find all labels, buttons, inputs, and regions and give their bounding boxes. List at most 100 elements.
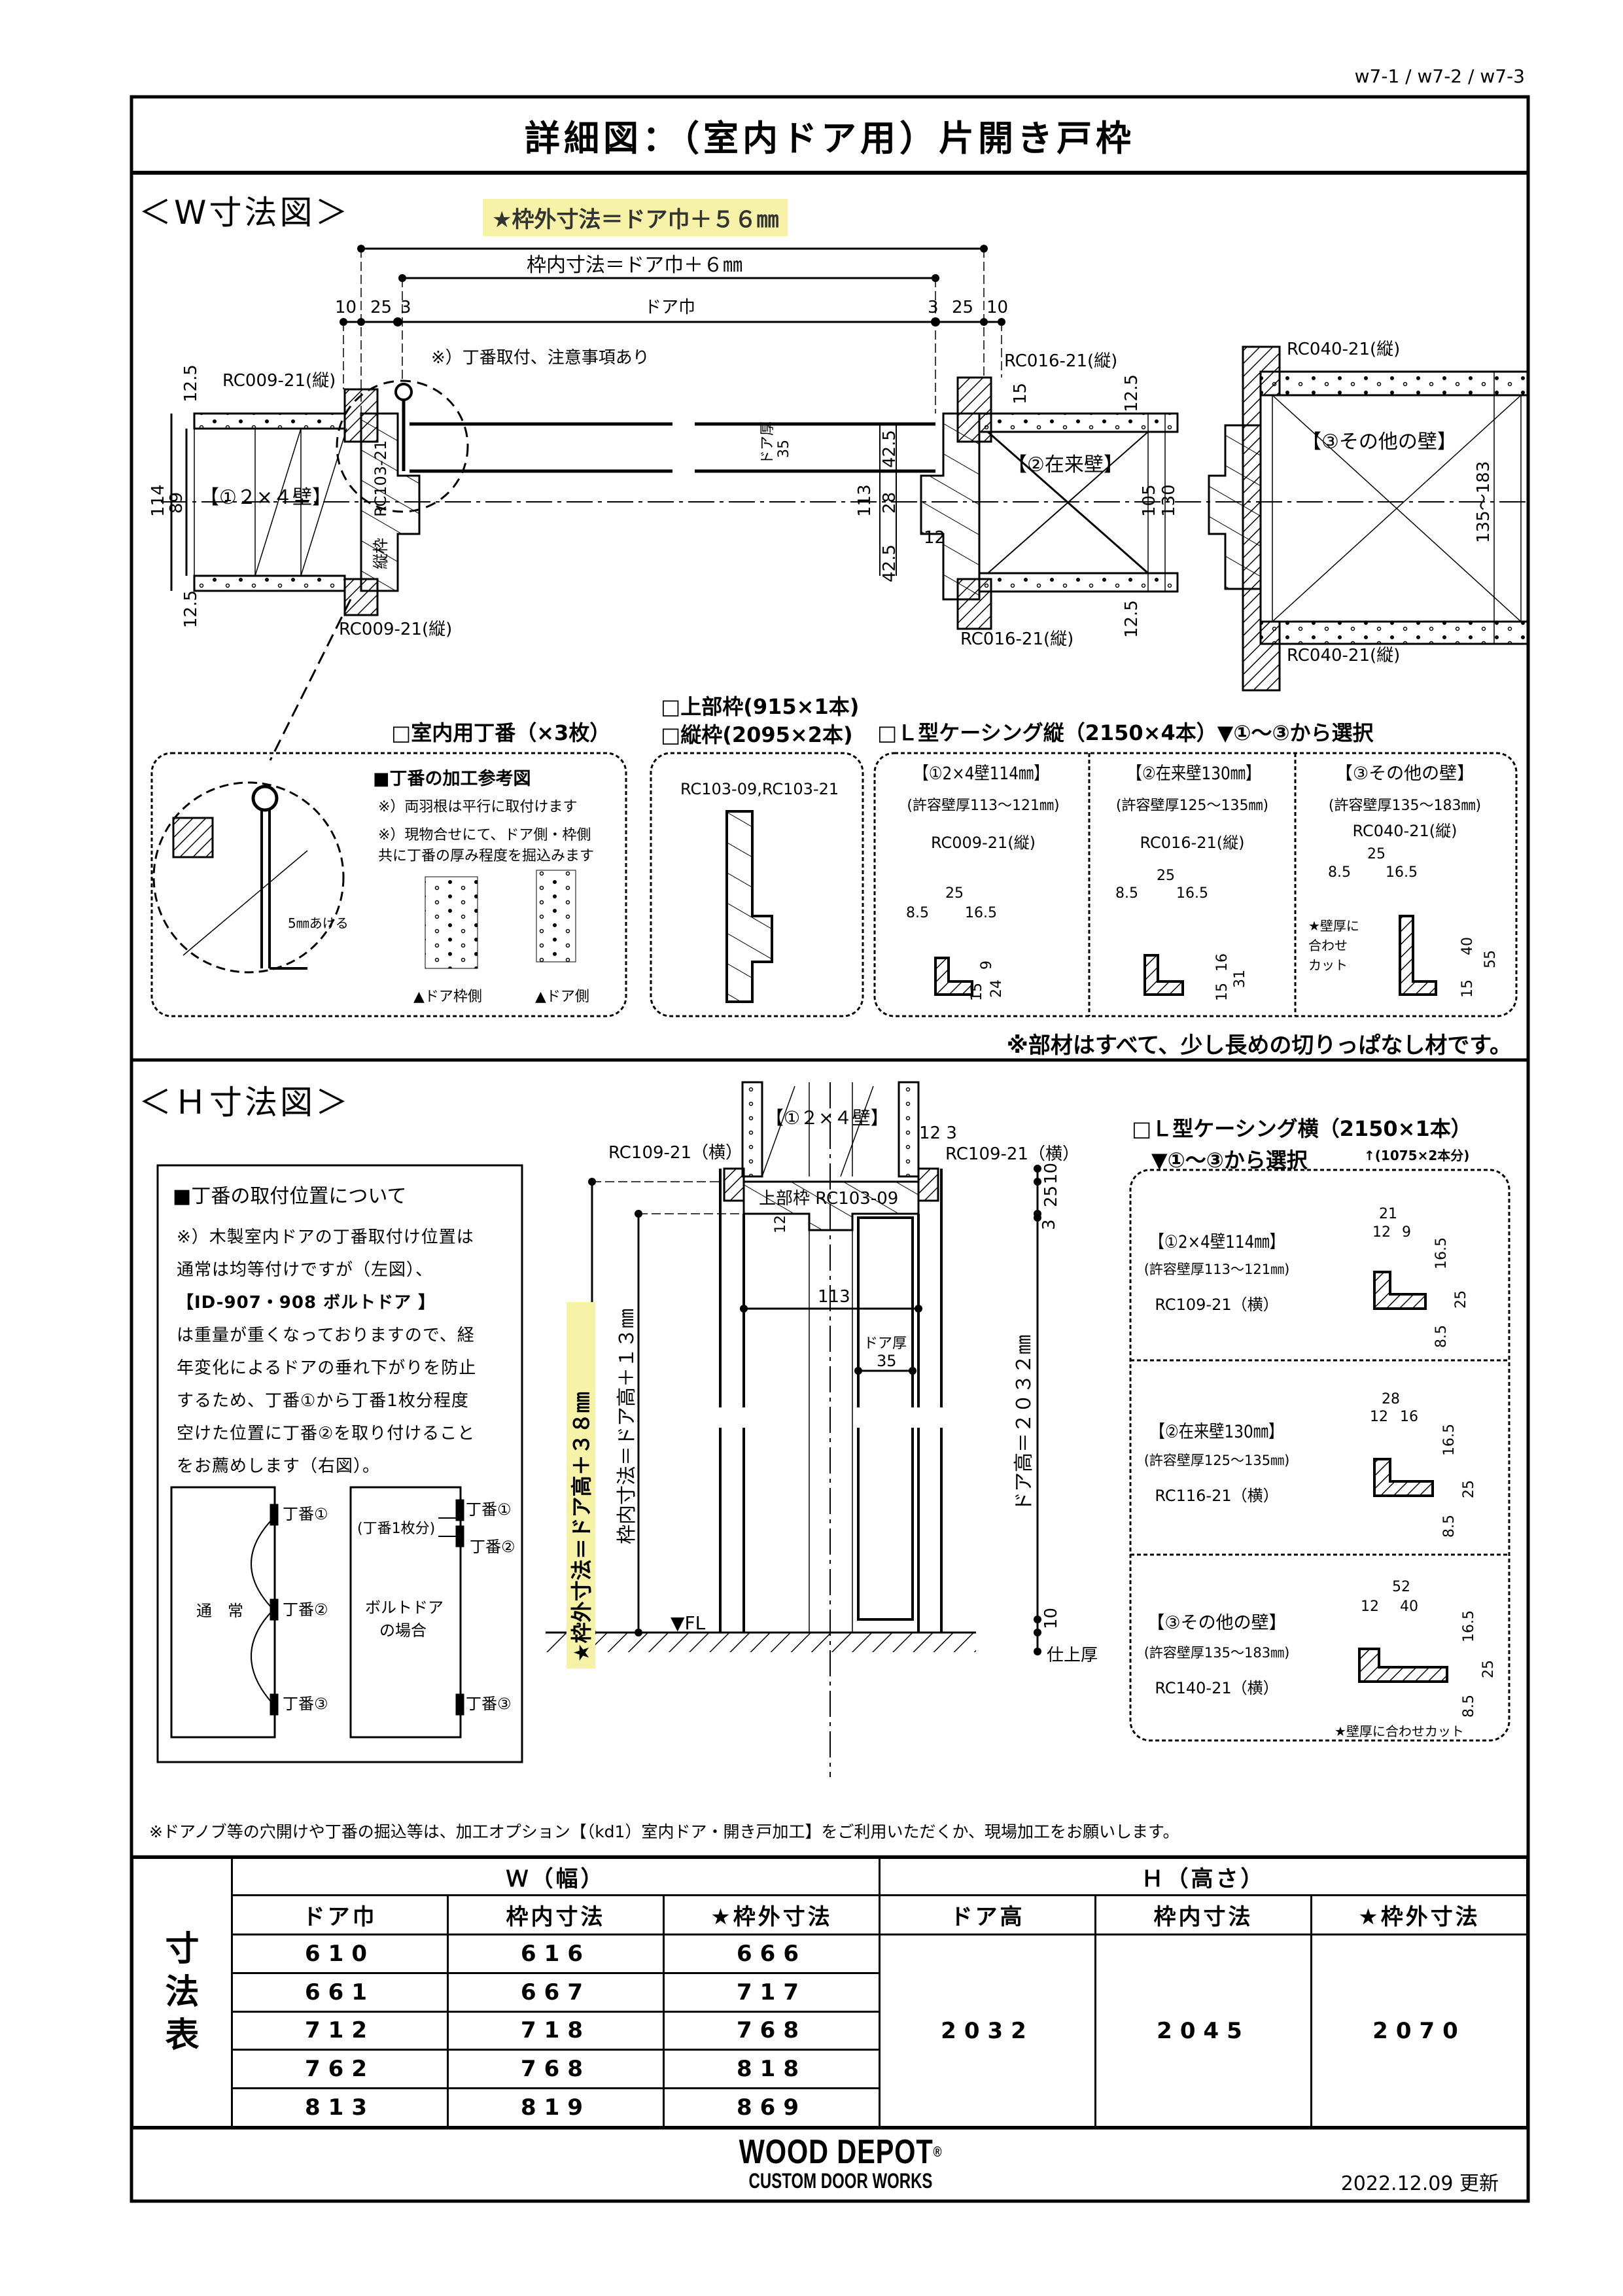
hinge-caption-frame-side: ▲ドア枠側 [413, 989, 482, 1005]
casing-h-box [1129, 1169, 1510, 1742]
cell-inner-width: 616 [447, 1934, 665, 1974]
hinge-gap-label: (丁番1枚分) [357, 1521, 435, 1537]
head-frame-title: □上部枠(915×1本) [661, 694, 860, 719]
brand-logo: WOOD DEPOT® CUSTOM DOOR WORKS [710, 2134, 971, 2192]
hinge-knuckle-icon [394, 383, 413, 401]
casing-v2-dim-25: 25 [1157, 868, 1175, 884]
table-side-label: 寸 法 表 [131, 1857, 233, 2128]
hinge-1-normal: 丁番① [283, 1505, 328, 1523]
brand-tagline: CUSTOM DOOR WORKS [748, 2169, 933, 2193]
hinge-info-line: 【ID-907・908 ボルトドア 】 [177, 1293, 436, 1313]
casing-v1-code: RC009-21(縦) [931, 834, 1036, 852]
h-inner-height-formula: 枠内寸法＝ドア高＋１３㎜ [616, 1309, 638, 1544]
casing-v2-label: 【②在来壁130㎜】 [1126, 764, 1261, 784]
wall1-casing-bottom-label: RC009-21(縦) [339, 620, 452, 639]
hinge-box-note-1: ※）両羽根は平行に取付けます [378, 799, 578, 815]
casing-h1-range: (許容壁厚113～121㎜) [1143, 1262, 1290, 1277]
casing-v3-cut-note-2: 合わせ [1308, 938, 1348, 953]
casing-h-title: □Ｌ型ケーシング横（2150×1本） [1132, 1116, 1472, 1141]
bolt-door-label-2: の場合 [379, 1621, 427, 1640]
hinge-3-normal: 丁番③ [283, 1695, 328, 1713]
hinge-1-bolt: 丁番① [466, 1500, 512, 1519]
cell-inner-width: 667 [447, 1971, 665, 2013]
casing-h3-code: RC140-21（横） [1155, 1679, 1279, 1697]
cell-door-width: 712 [231, 2010, 449, 2051]
col-header-outer-width: ★枠外寸法 [663, 1894, 881, 1935]
casing-h2-dim-a: 28 [1382, 1391, 1400, 1407]
h-right-dim-25: 25 [1041, 1186, 1061, 1207]
door-thickness-value: 35 [776, 440, 792, 458]
casing-v3-dim-25: 25 [1367, 846, 1386, 862]
h-dim-113: 113 [818, 1287, 850, 1307]
casing-v2-dim-16: 16 [1214, 953, 1230, 972]
outer-height-highlight [567, 1302, 595, 1669]
h-casing-right-label: RC109-21（横） [945, 1144, 1079, 1164]
casing-h3-range: (許容壁厚135～183㎜) [1143, 1645, 1290, 1661]
h-outer-height-formula: ★枠外寸法＝ドア高＋３８㎜ [569, 1392, 594, 1662]
casing-h1-dim-d: 16.5 [1433, 1237, 1450, 1269]
w-dim-10-left: 10 [335, 298, 357, 317]
wall2-casing-bottom-label: RC016-21(縦) [960, 629, 1073, 649]
page-reference: w7-1 / w7-2 / w7-3 [1354, 65, 1525, 87]
processing-option-note: ※ドアノブ等の穴開けや丁番の掘込等は、加工オプション【（kd1）室内ドア・開き戸… [149, 1822, 1179, 1841]
cell-outer-width: 717 [663, 1971, 881, 2013]
wall1-casing-top-label: RC009-21(縦) [222, 371, 336, 391]
w-dimension-drawing: 10 25 3 3 25 10 ドア巾 枠内寸法＝ドア巾＋６㎜ ※）丁番取付、注… [148, 245, 1529, 761]
casing-v1-dim-24: 24 [988, 980, 1005, 998]
cell-door-width: 762 [231, 2049, 449, 2090]
table-row: 661 667 717 [133, 1971, 1527, 2013]
hinge-info-line: ※）木製室内ドアの丁番取付け位置は [177, 1227, 474, 1247]
wall2-dim-105: 105 [1140, 484, 1159, 517]
hinge-info-box [156, 1164, 523, 1763]
jamb-frame-title: □縦枠(2095×2本) [661, 722, 853, 747]
wall2-dim-15: 15 [1011, 383, 1030, 404]
h-door-thickness-label: ドア厚 [864, 1335, 907, 1352]
h-door-thickness-value: 35 [877, 1352, 897, 1370]
casing-v3-code: RC040-21(縦) [1352, 822, 1457, 840]
w-dim-3-left: 3 [400, 298, 411, 317]
frame-box-code: RC103-09,RC103-21 [680, 780, 839, 798]
casing-v2-dim-16-5: 16.5 [1176, 885, 1208, 902]
casing-v3-dim-15: 15 [1459, 980, 1476, 998]
cell-outer-width: 869 [663, 2087, 881, 2128]
wall2-label: 【②在来壁】 [1007, 453, 1123, 476]
wall3-casing-bottom-label: RC040-21(縦) [1287, 646, 1400, 665]
cell-inner-width: 768 [447, 2049, 665, 2090]
casing-v3-cut-note-1: ★壁厚に [1308, 918, 1359, 934]
w-dim-25-right: 25 [952, 298, 973, 317]
cell-door-width: 813 [231, 2087, 449, 2128]
hinge-detail-figure [152, 781, 576, 974]
casing-h1-dim-a: 21 [1379, 1206, 1397, 1222]
table-row: 813 819 869 [133, 2087, 1527, 2128]
casing-v2-dim-8-5: 8.5 [1115, 885, 1138, 902]
casing-v3-cut-note: ★壁厚に 合わせ カット [1308, 916, 1359, 975]
col-header-door-height: ドア高 [879, 1894, 1096, 1935]
wall2-dim-130: 130 [1159, 484, 1179, 517]
cell-inner-width: 718 [447, 2010, 665, 2051]
casing-h3-dim-f: 8.5 [1461, 1695, 1477, 1718]
wall1-dim-89: 89 [167, 492, 186, 514]
hinge-position-diagrams [170, 1486, 464, 1739]
h-right-dim-3: 3 [1039, 1219, 1059, 1230]
hinge-info-line: 通常は均等付けですが（左図）、 [177, 1260, 434, 1280]
casing-h3-dim-d: 16.5 [1461, 1610, 1477, 1642]
hinge-box-heading: ■丁番の加工参考図 [373, 769, 531, 789]
cell-inner-width: 819 [447, 2087, 665, 2128]
hinge-caution-note: ※）丁番取付、注意事項あり [431, 348, 650, 368]
col-header-inner-width: 枠内寸法 [447, 1894, 665, 1935]
col-header-inner-height: 枠内寸法 [1094, 1894, 1312, 1935]
casing-v1-dim-25: 25 [945, 885, 964, 902]
casing-h2-code: RC116-21（横） [1155, 1487, 1279, 1505]
wall3-dim-range: 135～183 [1474, 461, 1493, 543]
side-char: 法 [165, 1973, 200, 2012]
w-outer-dimension-formula: ★枠外寸法＝ドア巾＋５６㎜ [483, 199, 788, 236]
casing-v3-range: (許容壁厚135～183㎜) [1328, 798, 1482, 814]
casing-h2-dim-f: 8.5 [1441, 1515, 1457, 1538]
page-title: 詳細図：（室内ドア用）片開き戸枠 [525, 117, 1135, 159]
hinge-gap-note: 5㎜あける [288, 915, 349, 931]
wall2-dim-42-5-bottom: 42.5 [880, 544, 899, 582]
wall2-casing-top-label: RC016-21(縦) [1004, 351, 1117, 371]
h-fl-label: ▼FL [671, 1612, 706, 1634]
casing-v3-dim-55: 55 [1482, 950, 1499, 968]
w-dim-3-right: 3 [928, 298, 939, 317]
